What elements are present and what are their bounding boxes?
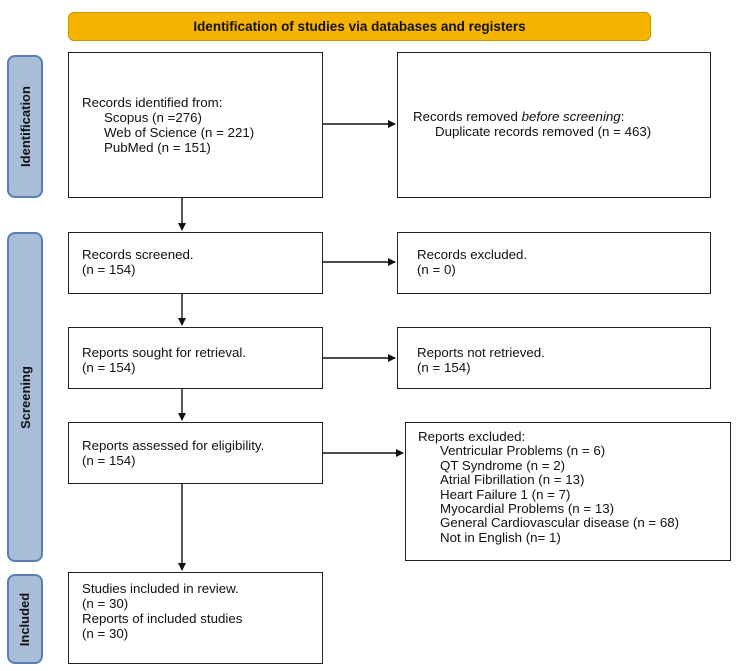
reason-myocardial-problems: Myocardial Problems (n = 13)	[440, 501, 615, 517]
reports-included-count: (n = 30)	[82, 626, 129, 641]
studies-included-title: Studies included in review.	[82, 581, 239, 596]
reports-sought-box: Reports sought for retrieval. (n = 154)	[68, 327, 323, 389]
reports-sought-title: Reports sought for retrieval.	[82, 345, 247, 360]
records-excluded-count: (n = 0)	[417, 262, 456, 277]
records-identified-title: Records identified from:	[82, 95, 223, 110]
source-scopus: Scopus (n =276)	[104, 110, 202, 125]
records-removed-box: Records removed before screening: Duplic…	[397, 52, 711, 198]
reports-not-retrieved-box: Reports not retrieved. (n = 154)	[397, 327, 711, 389]
reason-heart-failure: Heart Failure 1 (n = 7)	[440, 486, 571, 502]
records-removed-title: Records removed before screening:	[413, 109, 625, 124]
phase-identification: Identification	[7, 55, 43, 198]
reports-sought-count: (n = 154)	[82, 360, 136, 375]
source-pubmed: PubMed (n = 151)	[104, 140, 211, 155]
reports-assessed-box: Reports assessed for eligibility. (n = 1…	[68, 422, 323, 484]
reason-general-cardiovascular: General Cardiovascular disease (n = 68)	[440, 515, 680, 531]
reason-qt-syndrome: QT Syndrome (n = 2)	[440, 457, 566, 473]
reports-excluded-title: Reports excluded:	[418, 429, 526, 444]
reports-assessed-count: (n = 154)	[82, 453, 136, 468]
records-identified-box: Records identified from: Scopus (n =276)…	[68, 52, 323, 198]
source-web-of-science: Web of Science (n = 221)	[104, 125, 255, 140]
phase-screening: Screening	[7, 232, 43, 562]
studies-included-count: (n = 30)	[82, 596, 129, 611]
records-screened-title: Records screened.	[82, 247, 194, 262]
records-screened-count: (n = 154)	[82, 262, 136, 277]
records-excluded-box: Records excluded. (n = 0)	[397, 232, 711, 294]
reason-atrial-fibrillation: Atrial Fibrillation (n = 13)	[440, 472, 585, 488]
section-header: Identification of studies via databases …	[68, 12, 651, 41]
records-screened-box: Records screened. (n = 154)	[68, 232, 323, 294]
reports-excluded-box: Reports excluded: Ventricular Problems (…	[405, 422, 731, 561]
reports-included-title: Reports of included studies	[82, 611, 243, 626]
reason-ventricular-problems: Ventricular Problems (n = 6)	[440, 443, 606, 459]
records-excluded-title: Records excluded.	[417, 247, 528, 262]
studies-included-box: Studies included in review. (n = 30) Rep…	[68, 572, 323, 664]
reports-not-retrieved-title: Reports not retrieved.	[417, 345, 545, 360]
reports-not-retrieved-count: (n = 154)	[417, 360, 471, 375]
reason-not-in-english: Not in English (n= 1)	[440, 529, 561, 545]
duplicate-records-removed: Duplicate records removed (n = 463)	[435, 124, 652, 139]
phase-included: Included	[7, 574, 43, 664]
reports-assessed-title: Reports assessed for eligibility.	[82, 438, 265, 453]
